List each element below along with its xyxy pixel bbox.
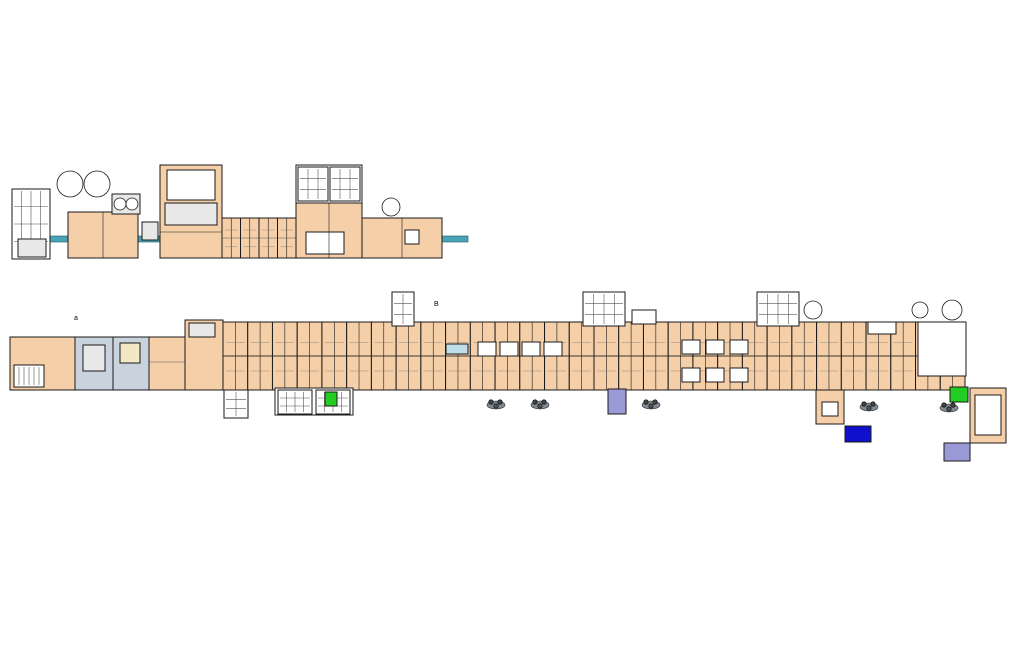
tank — [803, 300, 823, 320]
process-cell — [681, 367, 701, 383]
process-cell — [477, 341, 497, 357]
operator-head — [946, 406, 952, 412]
operator-head — [861, 401, 867, 407]
operator-head — [648, 403, 654, 409]
operator-head — [497, 399, 503, 405]
tank — [113, 197, 127, 211]
station-label-a: a — [74, 315, 78, 322]
equipment-cell — [821, 401, 839, 417]
process-cell — [867, 321, 897, 335]
spool — [381, 197, 401, 217]
station-label-b: B — [434, 301, 439, 308]
equipment-cell — [141, 221, 159, 241]
tank — [125, 197, 139, 211]
equipment-cell — [82, 344, 106, 372]
operator-stations — [486, 399, 959, 413]
operator-head — [652, 399, 658, 405]
operator-station — [939, 402, 959, 413]
operator-head — [488, 399, 494, 405]
operator-head — [537, 403, 543, 409]
process-cell — [681, 339, 701, 355]
green-indicator — [949, 386, 969, 403]
equipment-cell — [305, 231, 345, 255]
operator-head — [541, 399, 547, 405]
equipment-cell — [166, 169, 216, 201]
blue-unit — [844, 425, 872, 443]
main-production-line — [9, 291, 967, 391]
operator-station — [530, 399, 550, 410]
lavender-unit — [607, 388, 627, 415]
operator-head — [532, 399, 538, 405]
process-cell — [445, 343, 469, 355]
side-units — [223, 386, 1007, 462]
equipment-cell — [119, 342, 141, 364]
equipment-cell — [164, 202, 218, 226]
rack-unit — [329, 166, 361, 202]
process-cell — [543, 341, 563, 357]
process-cell — [917, 321, 967, 377]
operator-head — [643, 399, 649, 405]
operator-head — [941, 402, 947, 408]
operator-head — [493, 403, 499, 409]
tank — [83, 170, 111, 198]
green-indicator — [324, 391, 338, 407]
rack-unit — [297, 166, 329, 202]
process-cell — [705, 367, 725, 383]
tank — [911, 301, 929, 319]
tank — [941, 299, 963, 321]
process-cell — [631, 309, 657, 325]
operator-station — [859, 401, 879, 412]
rack-base — [17, 238, 47, 258]
upper-production-line — [11, 164, 469, 260]
operator-head — [866, 405, 872, 411]
lavender-unit — [943, 442, 971, 462]
operator-head — [870, 401, 876, 407]
process-cell — [499, 341, 519, 357]
equipment-cell — [188, 322, 216, 338]
operator-station — [641, 399, 661, 410]
process-cell — [705, 339, 725, 355]
process-cell — [521, 341, 541, 357]
process-cell — [729, 339, 749, 355]
tank — [56, 170, 84, 198]
equipment-cell — [974, 394, 1002, 436]
operator-station — [486, 399, 506, 410]
equipment-cell — [404, 229, 420, 245]
process-cell — [729, 367, 749, 383]
operator-head — [950, 402, 956, 408]
line-module — [148, 336, 186, 391]
